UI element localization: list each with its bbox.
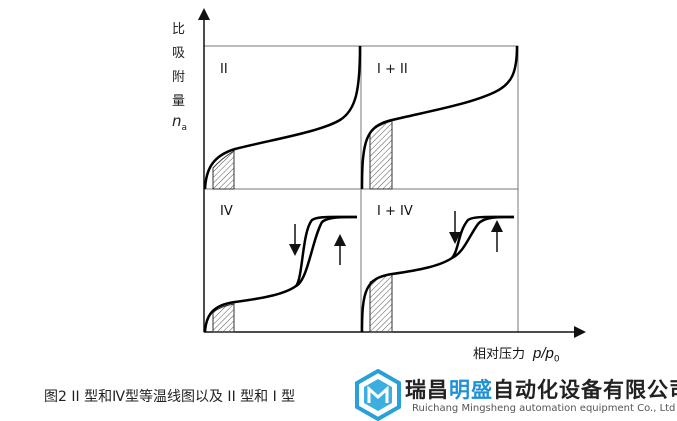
y-label-char: 比 xyxy=(172,22,186,37)
x-symbol-sub: 0 xyxy=(553,354,560,365)
panel-label-ii: II xyxy=(220,62,228,77)
y-label-char: 吸 xyxy=(172,46,186,61)
hatch-area-i-ii xyxy=(369,120,393,190)
x-axis-label: 相对压力 p/p0 xyxy=(473,343,560,365)
logo-english-name: Ruichang Mingsheng automation equipment … xyxy=(412,403,676,414)
panel-label-iv: IV xyxy=(220,204,233,219)
curve-i-iv-adsorption xyxy=(360,215,515,333)
curve-iv-desorption xyxy=(295,215,358,288)
y-label-char: 附 xyxy=(172,70,186,85)
panel-label-i-ii: I + II xyxy=(377,62,408,77)
y-symbol-sub: a xyxy=(181,123,188,133)
figure-caption: 图2 II 型和Ⅳ型等温线图以及 II 型和 I 型 xyxy=(44,389,296,405)
panel-label-i-iv: I + IV xyxy=(377,204,413,219)
curve-i-iv-desorption xyxy=(451,215,515,260)
logo-hexagon-icon xyxy=(355,369,401,421)
watermark-logo: 瑞昌明盛自动化设备有限公司 Ruichang Mingsheng automat… xyxy=(352,369,677,421)
x-label-text: 相对压力 xyxy=(473,347,526,362)
x-symbol: p/p xyxy=(533,345,554,362)
logo-text-a: 瑞昌 xyxy=(405,378,449,402)
logo-text-b: 明盛 xyxy=(449,378,493,402)
y-symbol: n xyxy=(172,112,182,130)
hatch-area-ii xyxy=(212,150,235,190)
logo-company-name: 瑞昌明盛自动化设备有限公司 xyxy=(405,374,677,404)
curve-i-ii xyxy=(360,45,519,190)
curve-ii xyxy=(203,45,362,190)
logo-text-c: 自动化设备有限公司 xyxy=(493,378,677,402)
y-axis-symbol: na xyxy=(172,112,187,133)
y-label-char: 量 xyxy=(172,94,186,109)
